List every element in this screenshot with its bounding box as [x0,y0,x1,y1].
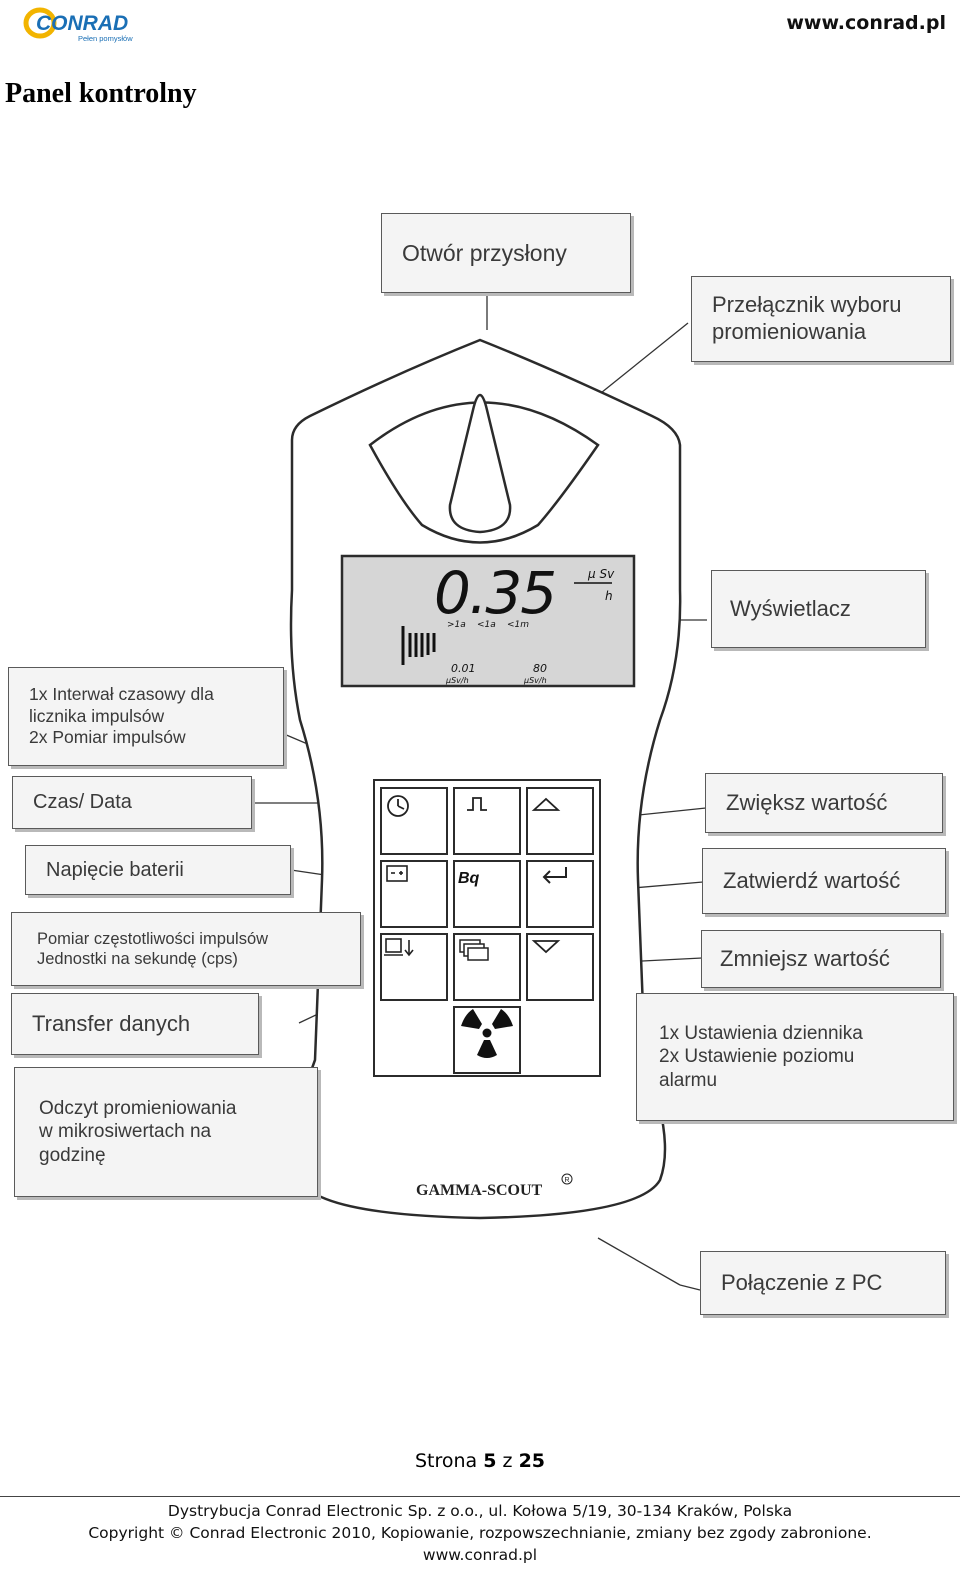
callout-radiation-reading: Odczyt promieniowania w mikrosiwertach n… [14,1067,318,1197]
header-url: www.conrad.pl [786,12,946,34]
lcd-display: 0.35 μ Sv h >1a <1a <1m 0.01 μSv/h 80 μS… [340,554,636,688]
control-panel-diagram: 0.35 μ Sv h >1a <1a <1m 0.01 μSv/h 80 μS… [0,200,960,1340]
lcd-bargraph [401,626,436,665]
lcd-unit-bottom: h [605,589,613,603]
bq-button[interactable] [453,860,521,928]
pulse-button[interactable] [453,787,521,855]
lcd-value: 0.35 [434,559,555,627]
callout-log-alarm: 1x Ustawienia dziennika 2x Ustawienie po… [636,993,954,1121]
callout-data-transfer: Transfer danych [11,993,259,1055]
callout-confirm: Zatwierdź wartość [702,848,946,914]
page-number: Strona 5 z 25 [414,1450,546,1472]
callout-pc-connection: Połączenie z PC [700,1251,946,1315]
lcd-scale-max: 80 [533,662,547,675]
lcd-interval-2: <1a [477,620,496,630]
selector-knob[interactable] [448,393,512,534]
callout-radiation-selector: Przełącznik wyboru promieniowania [691,276,951,362]
footer-copyright: Copyright © Conrad Electronic 2010, Kopi… [88,1524,872,1542]
callout-battery: Napięcie baterii [25,845,291,895]
footer-url: www.conrad.pl [422,1546,538,1564]
callout-increase: Zwiększ wartość [705,773,943,833]
logo-tagline: Pełen pomysłów [78,34,133,43]
svg-text:R: R [565,1177,570,1184]
clock-icon [387,795,409,817]
lcd-interval-3: <1m [507,620,529,630]
callout-pulse-rate: Pomiar częstotliwości impulsów Jednostki… [11,912,361,986]
lcd-scale-min-unit: μSv/h [445,676,469,685]
callout-aperture: Otwór przysłony [381,213,631,293]
up-triangle-icon [531,797,561,811]
radiation-trefoil-icon [461,1009,513,1058]
logo-swoosh [23,7,57,39]
up-button[interactable] [526,787,594,855]
callout-decrease: Zmniejsz wartość [701,930,941,988]
bq-icon: Bq [458,870,480,887]
footer-distribution: Dystrybucja Conrad Electronic Sp. z o.o.… [167,1502,793,1520]
data-transfer-icon [384,938,414,957]
down-triangle-icon [531,940,561,954]
lcd-interval-1: >1a [447,620,466,630]
logo-text: CONRAD [36,12,128,35]
page-title: Panel kontrolny [5,78,197,109]
lcd-unit-top: μ Sv [587,567,615,581]
battery-button[interactable] [380,860,448,928]
enter-button[interactable] [526,860,594,928]
callout-interval: 1x Interwał czasowy dla licznika impulsó… [8,667,284,766]
lcd-scale-max-unit: μSv/h [523,676,547,685]
battery-icon [386,865,408,882]
device-brand: GAMMA-SCOUT [416,1182,543,1199]
lcd-scale-min: 0.01 [451,662,476,675]
footer-text: Dystrybucja Conrad Electronic Sp. z o.o.… [0,1500,960,1566]
enter-icon [542,867,567,884]
callout-time-date: Czas/ Data [12,776,252,829]
pulse-icon [467,797,487,811]
footer-divider [0,1496,960,1497]
device-drawing: 0.35 μ Sv h >1a <1a <1m 0.01 μSv/h 80 μS… [253,293,707,1291]
callout-display: Wyświetlacz [711,570,926,648]
data-transfer-button[interactable] [380,933,448,1001]
conrad-logo: CONRAD Pełen pomysłów [23,7,133,43]
log-icon [459,939,489,961]
